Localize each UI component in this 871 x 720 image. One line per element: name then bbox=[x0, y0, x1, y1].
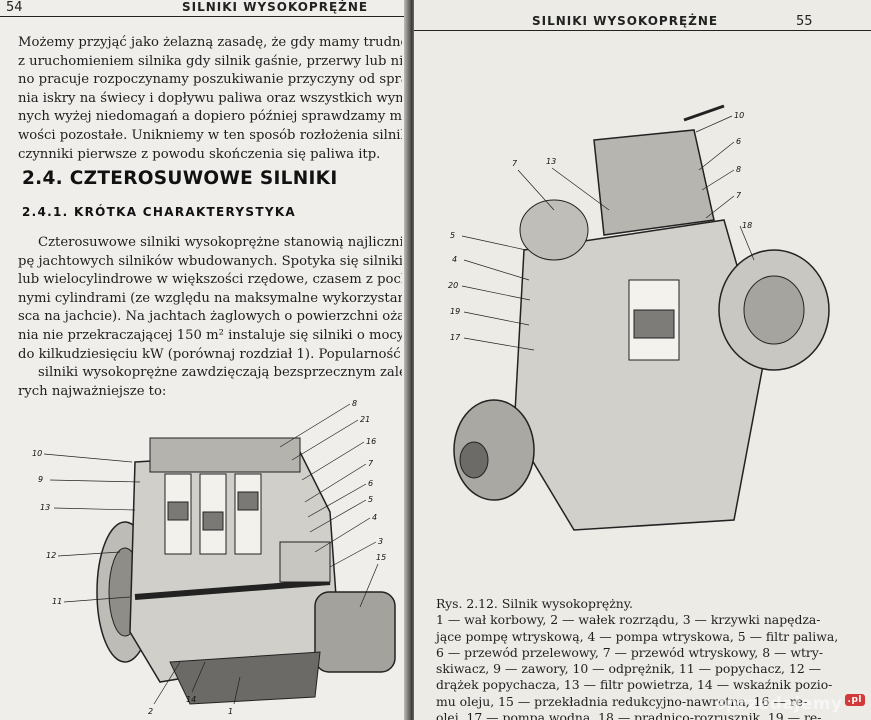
callout-label: 7 bbox=[512, 159, 518, 168]
callout-label: 13 bbox=[546, 157, 556, 166]
running-header: SILNIKI WYSOKOPRĘŻNE bbox=[182, 0, 369, 14]
injection-pump-shape bbox=[279, 541, 331, 583]
left-page: 54 SILNIKI WYSOKOPRĘŻNE Możemy przyjąć j… bbox=[0, 0, 408, 720]
callout-group: 10 7 13 6 8 7 18 5 4 20 19 17 bbox=[448, 111, 752, 342]
text-line: nia iskry na świecy i dopływu paliwa ora… bbox=[18, 90, 402, 106]
intro-paragraph: Możemy przyjąć jako żelazną zasadę, że g… bbox=[18, 34, 402, 164]
callout-label: 21 bbox=[360, 415, 370, 424]
shaft-shape bbox=[459, 441, 489, 479]
callout-label: 11 bbox=[52, 597, 62, 606]
figure-caption: Rys. 2.12. Silnik wysokoprężny. 1 — wał … bbox=[436, 596, 838, 720]
oil-pan-shape bbox=[169, 651, 321, 705]
leader-lines bbox=[43, 403, 379, 705]
callout-label: 10 bbox=[734, 111, 744, 120]
callout-label: 1 bbox=[228, 707, 233, 716]
text-line: pę jachtowych silników wbudowanych. Spot… bbox=[18, 253, 402, 269]
piston-shape bbox=[202, 511, 224, 531]
text-line: Możemy przyjąć jako żelazną zasadę, że g… bbox=[18, 35, 402, 50]
text-line: nia nie przekraczającej 150 m² instaluje… bbox=[18, 327, 402, 343]
callout-label: 19 bbox=[450, 307, 460, 316]
caption-line: 6 — przewód przelewowy, 7 — przewód wtry… bbox=[436, 644, 824, 660]
piston-shape bbox=[167, 501, 189, 521]
callout-label: 15 bbox=[376, 553, 386, 562]
running-header: SILNIKI WYSOKOPRĘŻNE bbox=[532, 14, 719, 28]
piston-shape bbox=[633, 309, 675, 339]
caption-title: Rys. 2.12. Silnik wysokoprężny. bbox=[436, 596, 633, 611]
callout-label: 14 bbox=[186, 695, 196, 704]
caption-line: skiwacz, 9 — zawory, 10 — odprężnik, 11 … bbox=[436, 661, 822, 677]
cylinder-head-shape bbox=[149, 437, 301, 473]
text-line: no pracuje rozpoczynamy poszukiwanie prz… bbox=[18, 72, 402, 88]
watermark-logo: sprzedajemy.pl bbox=[715, 694, 865, 714]
text-line: lub wielocylindrowe w większości rzędowe… bbox=[18, 272, 402, 288]
caption-line: mu oleju, 15 — przekładnia redukcyjno-na… bbox=[436, 693, 808, 709]
watermark-badge: .pl bbox=[844, 694, 865, 706]
callout-label: 7 bbox=[368, 459, 374, 468]
callout-label: 10 bbox=[32, 449, 42, 458]
callout-label: 8 bbox=[736, 165, 741, 174]
header-rule bbox=[414, 30, 871, 31]
section-heading: 2.4. CZTEROSUWOWE SILNIKI bbox=[22, 168, 338, 189]
page-number: 55 bbox=[796, 14, 813, 29]
callout-label: 5 bbox=[450, 231, 455, 240]
text-line: do kilkudziesięciu kW (porównaj rozdział… bbox=[18, 346, 402, 362]
callout-label: 5 bbox=[368, 495, 373, 504]
callout-label: 12 bbox=[46, 551, 56, 560]
callout-label: 6 bbox=[368, 479, 373, 488]
callout-label: 9 bbox=[38, 475, 43, 484]
text-line: nymi cylindrami (ze względu na maksymaln… bbox=[18, 290, 402, 306]
callout-label: 4 bbox=[452, 255, 457, 264]
lever-shape bbox=[683, 104, 725, 122]
callout-group: 8 21 16 7 6 5 4 3 15 10 9 13 12 11 2 14 … bbox=[32, 399, 386, 716]
generator-inner-shape bbox=[743, 275, 805, 345]
text-line: rych najważniejsze to: bbox=[18, 383, 167, 399]
callout-label: 16 bbox=[366, 437, 376, 446]
engine-block-shape bbox=[513, 219, 765, 531]
callout-label: 2 bbox=[148, 707, 153, 716]
callout-label: 6 bbox=[736, 137, 741, 146]
callout-label: 17 bbox=[450, 333, 461, 342]
right-page: SILNIKI WYSOKOPRĘŻNE 55 10 7 13 6 8 7 18… bbox=[414, 0, 871, 720]
watermark-text: sprzedajemy bbox=[715, 694, 843, 714]
callout-label: 13 bbox=[40, 503, 50, 512]
text-line: Czterosuwowe silniki wysokoprężne stanow… bbox=[38, 235, 402, 250]
header-rule bbox=[0, 16, 404, 17]
text-line: nych wyżej niedomagań a dopiero później … bbox=[18, 109, 402, 125]
callout-label: 4 bbox=[372, 513, 377, 522]
callout-label: 3 bbox=[378, 537, 383, 546]
text-line: wości pozostałe. Unikniemy w ten sposób … bbox=[18, 127, 402, 143]
cylinder-shape bbox=[234, 473, 262, 555]
caption-line: olej, 17 — pompa wodna, 18 — prądnico-ro… bbox=[436, 710, 822, 720]
crankshaft-shape bbox=[134, 579, 331, 600]
piston-shape bbox=[237, 491, 259, 511]
callout-label: 20 bbox=[448, 281, 458, 290]
gearbox-shape bbox=[314, 591, 396, 673]
text-line: silniki wysokoprężne zawdzięczają bezspr… bbox=[38, 365, 402, 381]
page-number: 54 bbox=[6, 0, 23, 15]
callout-label: 18 bbox=[742, 221, 752, 230]
air-filter-shape bbox=[519, 199, 589, 261]
body-paragraph: Czterosuwowe silniki wysokoprężne stanow… bbox=[18, 234, 402, 401]
caption-line: 1 — wał korbowy, 2 — wałek rozrządu, 3 —… bbox=[436, 612, 821, 628]
caption-line: drążek popychacza, 13 — filtr powietrza,… bbox=[436, 677, 833, 693]
subsection-heading: 2.4.1. KRÓTKA CHARAKTERYSTYKA bbox=[22, 205, 297, 219]
engine-illustration-figure: 10 7 13 6 8 7 18 5 4 20 19 17 bbox=[448, 104, 830, 531]
callout-label: 8 bbox=[352, 399, 357, 408]
caption-line: jące pompę wtryskową, 4 — pompa wtryskow… bbox=[436, 628, 839, 644]
leader-lines bbox=[461, 115, 755, 351]
engine-cutaway-figure: 8 21 16 7 6 5 4 3 15 10 9 13 12 11 2 14 … bbox=[32, 399, 396, 716]
cylinder-head-shape bbox=[593, 129, 715, 236]
text-line: z uruchomieniem silnika gdy silnik gaśni… bbox=[18, 53, 402, 69]
text-line: sca na jachcie). Na jachtach żaglowych o… bbox=[18, 309, 402, 325]
text-line: czynniki pierwsze z powodu skończenia si… bbox=[18, 146, 381, 162]
callout-label: 7 bbox=[736, 191, 742, 200]
